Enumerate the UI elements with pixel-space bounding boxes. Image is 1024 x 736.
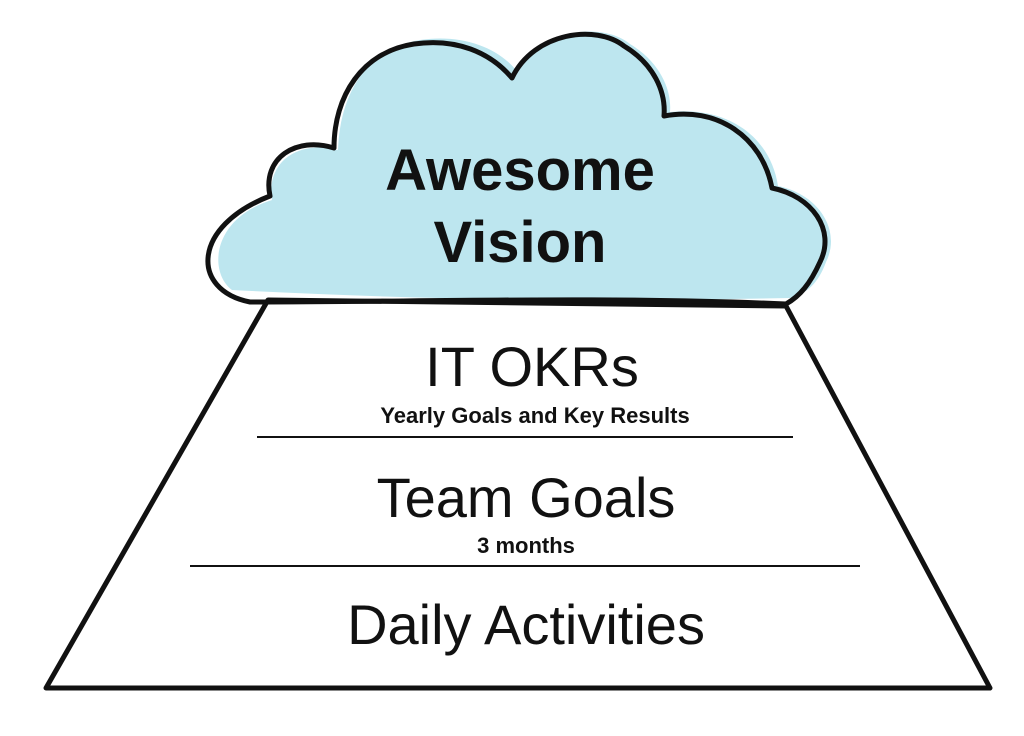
tier-1-subtitle: Yearly Goals and Key Results xyxy=(380,403,689,428)
tier-2-title: Team Goals xyxy=(377,466,676,529)
cloud-fill xyxy=(218,31,832,300)
tier-3-title: Daily Activities xyxy=(347,593,705,656)
vision-line-2: Vision xyxy=(434,210,607,275)
vision-line-1: Awesome xyxy=(385,138,655,203)
pyramid-outline xyxy=(43,297,993,691)
cloud-outline xyxy=(205,31,828,307)
tier-2-subtitle: 3 months xyxy=(477,533,575,558)
tier-1-title: IT OKRs xyxy=(425,335,639,398)
